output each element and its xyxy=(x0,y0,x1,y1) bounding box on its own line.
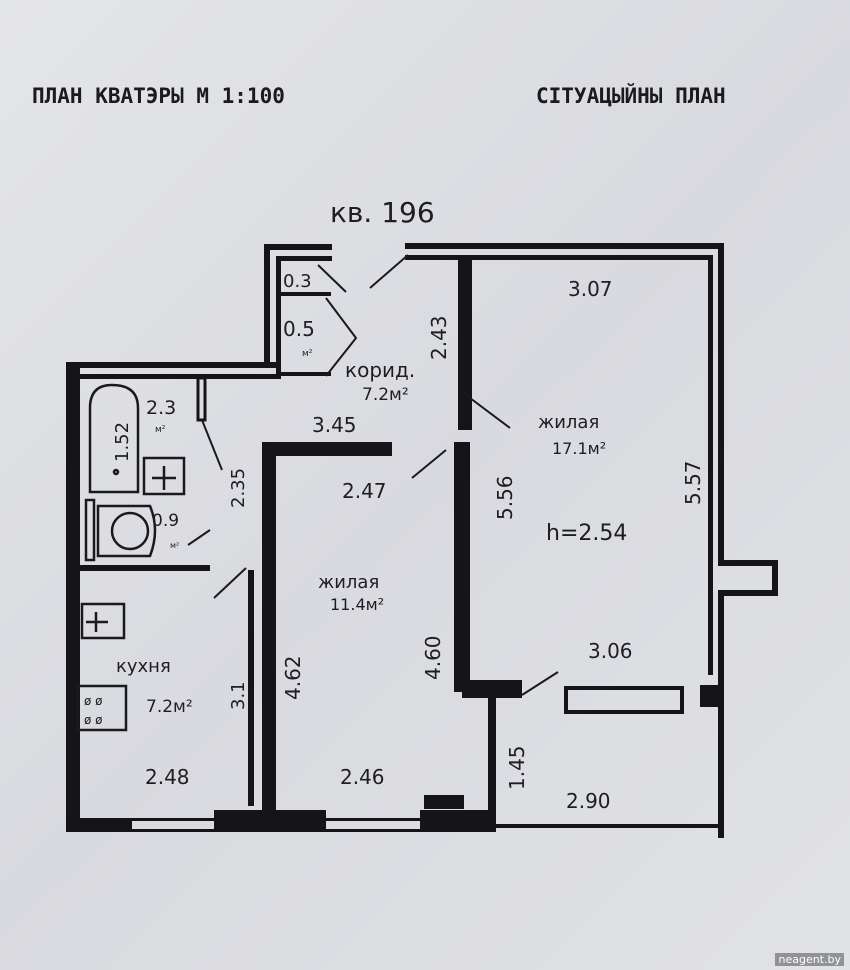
living-large-name: жилая xyxy=(538,412,599,433)
svg-text:ø ø: ø ø xyxy=(84,713,103,727)
dim-corridor-height: 2.43 xyxy=(427,315,451,360)
dim-living-small-top: 2.47 xyxy=(342,479,387,503)
watermark: neagent.by xyxy=(775,953,844,966)
ceiling-height: h=2.54 xyxy=(546,521,627,546)
bathtub-icon xyxy=(88,383,140,494)
dim-balcony-width: 2.90 xyxy=(566,789,611,813)
situation-plan-title: СІТУАЦЫЙНЫ ПЛАН xyxy=(536,84,726,108)
dimension-labels: 2.43 1.52 2.35 3.45 2.47 4.62 4.60 2.46 … xyxy=(112,277,705,813)
fixtures: ø ø ø ø xyxy=(76,383,186,732)
dim-living-small-bottom: 2.46 xyxy=(340,765,385,789)
toilet-area: 0.9 xyxy=(152,511,179,531)
dim-bath-side: 2.35 xyxy=(228,468,249,508)
kitchen-name: кухня xyxy=(116,656,171,677)
dim-living-small-right: 4.60 xyxy=(421,635,445,680)
living-small-name: жилая xyxy=(318,572,379,593)
toilet-icon xyxy=(96,504,157,558)
plan-title: ПЛАН КВАТЭРЫ М 1:100 xyxy=(32,84,285,108)
room-labels: 0.3 0.5 м² корид. 7.2м² 2.3 м² 0.9 м² ку… xyxy=(116,271,627,717)
dim-living-small-left: 4.62 xyxy=(281,655,305,700)
bathroom-unit: м² xyxy=(155,425,166,435)
dim-kitchen-bottom: 2.48 xyxy=(145,765,190,789)
apartment-number: кв. 196 xyxy=(330,196,435,229)
dim-balcony-side: 1.45 xyxy=(505,745,529,790)
living-large-area: 17.1м² xyxy=(552,439,606,458)
svg-text:ø ø: ø ø xyxy=(84,694,103,708)
walls xyxy=(66,243,778,838)
dim-living-large-bottom: 3.06 xyxy=(588,639,633,663)
dim-bath-length: 1.52 xyxy=(112,422,133,462)
dim-living-large-left: 5.56 xyxy=(493,475,517,520)
sink-icon xyxy=(80,602,126,640)
closet-small-area: 0.3 xyxy=(283,271,312,292)
washbasin-icon xyxy=(142,456,186,496)
kitchen-area: 7.2м² xyxy=(146,697,193,717)
door-swings xyxy=(187,254,559,696)
dim-living-large-top: 3.07 xyxy=(568,277,613,301)
corridor-name: корид. xyxy=(345,358,415,382)
dim-corridor-width: 3.45 xyxy=(312,413,357,437)
toilet-unit: м² xyxy=(170,541,179,550)
dim-living-large-right: 5.57 xyxy=(681,460,705,505)
dim-kitchen-side: 3.1 xyxy=(228,681,249,710)
bathroom-area: 2.3 xyxy=(146,397,176,419)
living-small-area: 11.4м² xyxy=(330,595,384,614)
closet-unit: м² xyxy=(302,349,313,359)
corridor-area: 7.2м² xyxy=(362,385,409,405)
closet-area: 0.5 xyxy=(283,317,315,341)
stove-icon xyxy=(76,684,128,732)
